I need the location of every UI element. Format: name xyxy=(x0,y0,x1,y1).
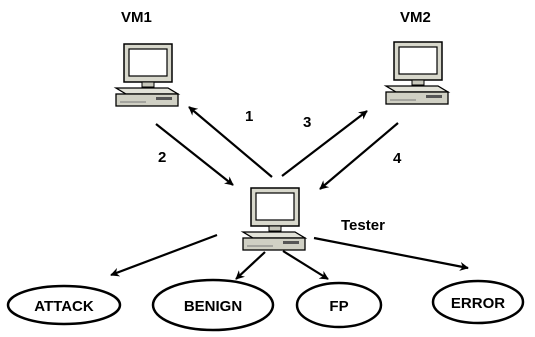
step-1-arrow xyxy=(188,106,273,178)
outcome-error-label: ERROR xyxy=(451,295,505,312)
to-benign-arrow xyxy=(235,251,266,280)
step-4-label: 4 xyxy=(393,150,402,167)
outcome-fp: FP xyxy=(295,281,383,329)
outcome-benign-label: BENIGN xyxy=(184,298,242,315)
step-2-arrow xyxy=(155,123,234,186)
vm1-label: VM1 xyxy=(121,9,152,26)
step-4-arrow xyxy=(319,122,399,190)
to-attack-arrow xyxy=(110,233,218,277)
step-3-label: 3 xyxy=(303,114,311,131)
step-3-arrow xyxy=(281,110,368,177)
step-1-label: 1 xyxy=(245,108,253,125)
tester-computer-icon xyxy=(242,187,306,251)
outcome-benign: BENIGN xyxy=(151,278,275,332)
vm2-label: VM2 xyxy=(400,9,431,26)
outcome-attack: ATTACK xyxy=(6,284,122,326)
tester-label: Tester xyxy=(341,217,385,234)
step-2-label: 2 xyxy=(158,149,166,166)
outcome-attack-label: ATTACK xyxy=(34,298,94,315)
to-error-arrow xyxy=(313,236,469,271)
outcome-error: ERROR xyxy=(431,279,525,325)
to-fp-arrow xyxy=(282,250,329,280)
outcome-fp-label: FP xyxy=(329,298,348,315)
vm1-computer-icon xyxy=(115,43,179,107)
vm2-computer-icon xyxy=(385,41,449,105)
